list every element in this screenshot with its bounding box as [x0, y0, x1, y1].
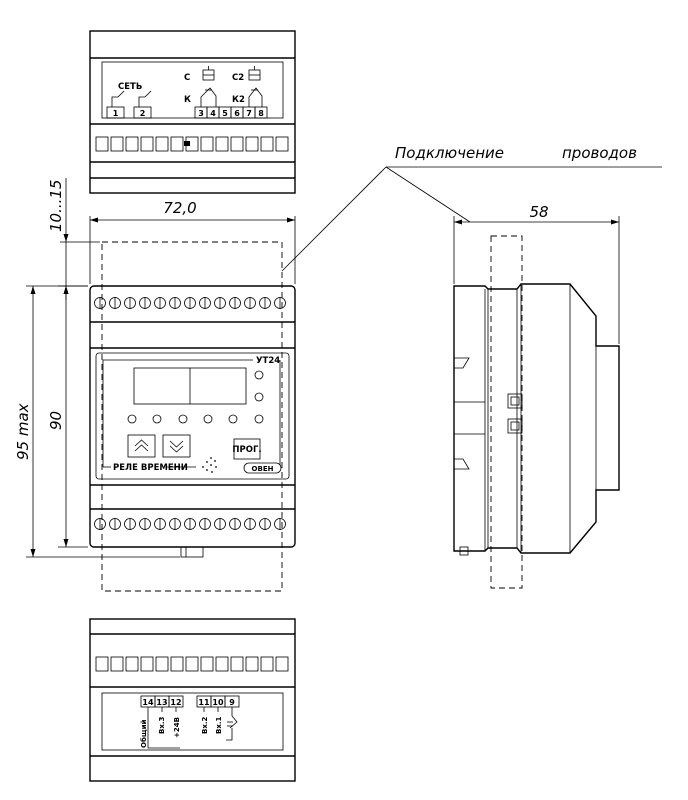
top-terminal-openings [95, 136, 289, 152]
bottom-screw-row [94, 518, 286, 530]
wiring-annotation: Подключение проводов [281, 144, 662, 272]
terminal-13: 13 [156, 698, 167, 707]
label-in2: Вх.2 [201, 716, 209, 734]
device-name-label: РЕЛЕ ВРЕМЕНИ [113, 463, 188, 473]
terminal-11: 11 [198, 698, 210, 707]
terminal-7: 7 [246, 109, 252, 118]
terminal-14: 14 [142, 698, 154, 707]
dim-width-72: 72,0 [163, 199, 196, 217]
rail-clip-upper [507, 393, 523, 409]
dim-height-90: 90 [47, 411, 65, 430]
dim-depth-58: 58 [529, 203, 548, 221]
dimension-rail-offset: 10...15 [47, 178, 100, 300]
wire-common [147, 707, 180, 749]
speaker-dots [202, 457, 217, 473]
label-in3: Вх.3 [158, 716, 166, 734]
dim-height-95: 95 max [14, 403, 32, 460]
bottom-terminal-numbers: 14 13 12 11 10 9 [140, 695, 240, 708]
k1-label: К [184, 95, 191, 105]
terminal-1: 1 [113, 109, 119, 118]
terminal-12: 12 [170, 698, 181, 707]
upper-hook [454, 357, 470, 369]
c1-label: С [184, 73, 190, 83]
brand-label: ОВЕН [252, 465, 274, 473]
side-din-rail [490, 235, 523, 589]
prog-button[interactable]: ПРОГ. [232, 438, 262, 460]
relay-k2-symbol [248, 66, 263, 107]
prog-button-label: ПРОГ. [232, 445, 261, 455]
network-label: СЕТЬ [118, 82, 142, 92]
label-common: Общий [140, 720, 148, 748]
wire-sensor [226, 707, 238, 741]
terminal-10: 10 [212, 698, 224, 707]
dim-rail-offset: 10...15 [47, 180, 65, 232]
dimension-height-95: 95 max [14, 285, 180, 558]
front-view: УТ24 ПРОГ. [89, 241, 296, 592]
wiring-label-1: Подключение [395, 144, 504, 162]
bottom-terminal-openings [95, 656, 289, 672]
indicator-leds [127, 370, 264, 424]
side-view [453, 235, 620, 589]
side-latch [459, 546, 469, 556]
lower-hook [454, 458, 470, 470]
top-screw-row [94, 297, 286, 309]
dimension-depth: 58 [453, 203, 620, 344]
down-button[interactable] [162, 434, 191, 458]
terminal-5: 5 [222, 109, 228, 118]
rail-clip-lower [507, 418, 523, 434]
terminal-6: 6 [234, 109, 240, 118]
terminal-9: 9 [229, 698, 235, 707]
label-in1: Вх.1 [215, 716, 223, 734]
network-switch-1 [111, 90, 125, 107]
brand-logo: ОВЕН [243, 462, 282, 474]
dimension-width: 72,0 [89, 199, 296, 284]
terminal-3: 3 [198, 109, 204, 118]
relay-k1-symbol [200, 66, 217, 107]
model-label: УТ24 [256, 356, 280, 366]
front-panel [95, 352, 290, 480]
up-button[interactable] [127, 434, 156, 458]
k2-label: К2 [232, 95, 245, 105]
top-terminal-numbers: 1 2 3 4 5 6 7 8 [106, 106, 268, 119]
network-switch-2 [138, 90, 152, 107]
dimension-height-90: 90 [47, 285, 88, 548]
terminal-8: 8 [258, 109, 264, 118]
label-plus24v: +24В [173, 717, 181, 738]
panel-frame-top [102, 359, 253, 467]
c2-label: С2 [232, 73, 244, 83]
terminal-4: 4 [210, 109, 216, 118]
side-body-outline [453, 283, 620, 554]
wiring-label-2: проводов [562, 144, 637, 162]
bottom-terminal-view: 14 13 12 11 10 9 Общий Вх.3 +24В Вх.2 Вх… [89, 618, 296, 782]
top-terminal-view: 1 2 3 4 5 6 7 8 СЕТЬ С К С2 К2 [89, 30, 296, 194]
din-latch [180, 546, 204, 558]
terminal-2: 2 [140, 109, 146, 118]
